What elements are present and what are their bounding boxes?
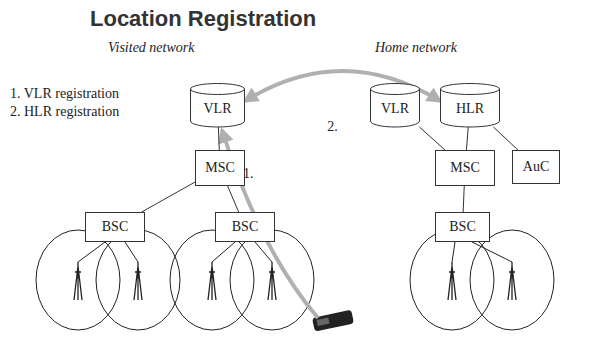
connector-line [493, 127, 517, 150]
mobile-phone [312, 310, 354, 332]
process-box: AuC [512, 150, 560, 184]
process-box: BSC [215, 212, 275, 242]
process-box: BSC [85, 212, 145, 242]
node-label: BSC [445, 219, 479, 235]
connector-line [142, 182, 195, 212]
node-label: BSC [98, 219, 132, 235]
callout-number: 1. [243, 166, 254, 182]
database-cylinder: HLR [440, 83, 500, 127]
connector-line [419, 127, 445, 150]
database-cylinder: VLR [370, 83, 420, 127]
node-label: MSC [446, 160, 484, 176]
callout-number: 2. [327, 119, 338, 135]
antenna-tower [448, 262, 456, 300]
antenna-tower [74, 262, 82, 300]
connector-line [228, 186, 239, 212]
node-label: VLR [200, 101, 236, 117]
node-label: MSC [201, 160, 239, 176]
node-label: HLR [452, 101, 488, 117]
connector-line [218, 127, 220, 150]
antenna-tower [508, 262, 516, 300]
node-label: VLR [377, 101, 413, 117]
network-heading: Home network [375, 40, 457, 56]
antenna-tower [208, 262, 216, 300]
diagram-title: Location Registration [90, 6, 316, 32]
antenna-tower [268, 262, 276, 300]
antenna-tower [134, 262, 142, 300]
step-note: 2. HLR registration [10, 104, 119, 120]
database-cylinder: VLR [190, 83, 245, 127]
connector-line [466, 127, 468, 150]
step-note: 1. VLR registration [10, 86, 119, 102]
node-label: AuC [519, 159, 553, 175]
process-box: BSC [435, 212, 490, 242]
node-label: BSC [228, 219, 262, 235]
network-heading: Visited network [108, 40, 194, 56]
process-box: MSC [435, 150, 495, 186]
connector-line [463, 186, 464, 212]
process-box: MSC [195, 150, 245, 186]
